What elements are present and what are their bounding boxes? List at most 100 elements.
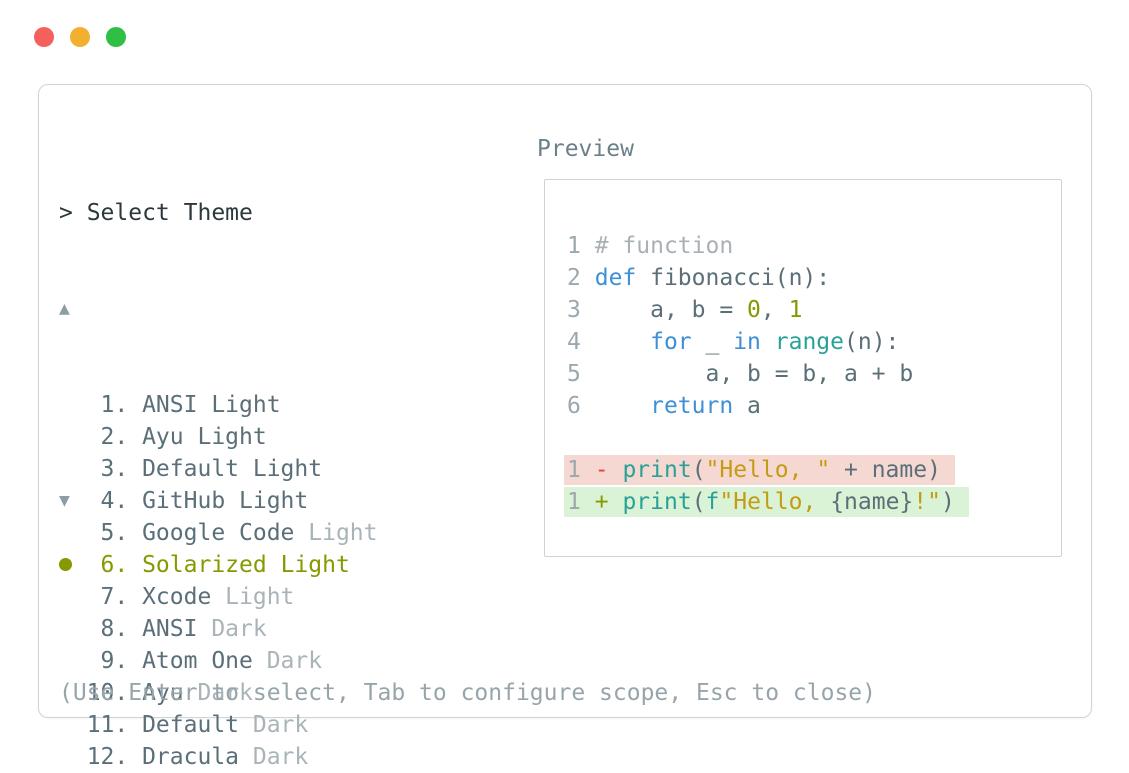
theme-name: Solarized xyxy=(142,552,281,578)
theme-list-item[interactable]: 1. ANSI Light xyxy=(59,389,876,421)
code-token-str: "Hello, " xyxy=(705,457,831,483)
theme-list-item[interactable]: 6. Solarized Light xyxy=(59,549,876,581)
theme-variant: Dark xyxy=(252,712,309,738)
theme-variant: Light xyxy=(308,520,378,546)
keyboard-hint: (Use Enter to select, Tab to configure s… xyxy=(59,680,876,706)
item-number: 11. xyxy=(86,712,143,738)
code-token-plain: (n): xyxy=(844,329,900,355)
theme-variant: Light xyxy=(197,424,267,450)
line-number: 6 xyxy=(567,393,581,419)
code-token-plain: fibonacci(n): xyxy=(636,265,831,291)
code-token-str: !" xyxy=(913,489,941,515)
code-token-kw: def xyxy=(594,265,637,291)
selected-bullet-icon xyxy=(59,549,87,581)
code-token-fn: print xyxy=(622,457,692,483)
theme-variant: Dark xyxy=(266,648,323,674)
line-number: 1 xyxy=(567,457,581,483)
theme-name: Default xyxy=(142,456,253,482)
code-token-red: - xyxy=(594,457,609,483)
code-line: 6 return a xyxy=(567,390,1061,422)
code-token-plain xyxy=(609,457,623,483)
line-number: 1 xyxy=(567,489,581,515)
item-number: 10. xyxy=(86,680,143,706)
window-controls xyxy=(34,27,126,47)
code-token-str: "Hello, xyxy=(719,489,831,515)
item-number: 2. xyxy=(86,424,143,450)
code-token-num: 1 xyxy=(788,297,803,323)
theme-variant: Dark xyxy=(197,680,253,706)
item-number: 4. xyxy=(86,488,143,514)
prompt-title: > Select Theme xyxy=(59,200,253,226)
theme-variant: Light xyxy=(252,456,323,482)
code-token-num: 0 xyxy=(747,297,761,323)
theme-name: Ayu xyxy=(142,680,198,706)
theme-variant: Light xyxy=(211,392,281,418)
code-token-plain: a, b = b, a + b xyxy=(594,361,914,387)
code-token-fn: print xyxy=(622,489,692,515)
theme-variant: Dark xyxy=(252,744,309,770)
code-line: 1 + print(f"Hello, {name}!") xyxy=(564,486,1061,518)
code-token-plain: {name} xyxy=(830,489,914,515)
theme-list-item[interactable]: 12. Dracula Dark xyxy=(59,741,876,773)
theme-variant: Light xyxy=(239,488,309,514)
theme-list-item[interactable]: 8. ANSI Dark xyxy=(59,613,876,645)
code-token-kw: in xyxy=(733,329,761,355)
theme-name: Xcode xyxy=(142,584,226,610)
theme-variant: Dark xyxy=(211,616,267,642)
code-token-comment: # function xyxy=(594,233,734,259)
theme-name: ANSI xyxy=(142,392,212,418)
code-line: 2 def fibonacci(n): xyxy=(567,262,1061,294)
code-line: 3 a, b = 0, 1 xyxy=(567,294,1061,326)
code-line: 1 - print("Hello, " + name) xyxy=(564,454,1061,486)
theme-list-item[interactable]: 2. Ayu Light xyxy=(59,421,876,453)
code-token-plain: a, b = xyxy=(594,297,748,323)
theme-name: Google Code xyxy=(142,520,309,546)
code-token-fn: f xyxy=(705,489,720,515)
diff-added-highlight: 1 + print(f"Hello, {name}!") xyxy=(564,487,969,517)
theme-name: Dracula xyxy=(142,744,253,770)
code-token-plain xyxy=(761,329,775,355)
line-number: 4 xyxy=(567,329,581,355)
theme-list-item[interactable]: 11. Default Dark xyxy=(59,709,876,741)
item-number: 8. xyxy=(86,616,143,642)
item-number: 6. xyxy=(86,552,143,578)
code-token-plain: _ xyxy=(691,329,734,355)
theme-list-item[interactable]: 7. Xcode Light xyxy=(59,581,876,613)
diff-removed-highlight: 1 - print("Hello, " + name) xyxy=(564,455,955,485)
scroll-down-icon[interactable]: ▼ xyxy=(59,490,70,511)
maximize-button[interactable] xyxy=(106,27,126,47)
theme-picker-panel: > Select Theme ▲ 1. ANSI Light 2. Ayu Li… xyxy=(38,84,1092,770)
preview-label: Preview xyxy=(537,136,634,162)
code-token-kw: for xyxy=(650,329,692,355)
code-token-plain: ) xyxy=(940,489,955,515)
code-token-plain xyxy=(609,489,623,515)
theme-list-item[interactable]: 9. Atom One Dark xyxy=(59,645,876,677)
item-number: 9. xyxy=(86,648,143,674)
theme-list-item[interactable]: 5. Google Code Light xyxy=(59,517,876,549)
code-token-plain: ( xyxy=(691,489,706,515)
line-number: 2 xyxy=(567,265,581,291)
minimize-button[interactable] xyxy=(70,27,90,47)
theme-variant: Light xyxy=(280,552,350,578)
close-button[interactable] xyxy=(34,27,54,47)
item-number: 7. xyxy=(86,584,143,610)
code-line: 4 for _ in range(n): xyxy=(567,326,1061,358)
line-number: 5 xyxy=(567,361,581,387)
code-token-plain: + name) xyxy=(830,457,941,483)
item-number: 3. xyxy=(86,456,143,482)
code-token-plain: a xyxy=(733,393,761,419)
code-token-plain xyxy=(595,393,650,419)
theme-name: GitHub xyxy=(142,488,240,514)
code-line xyxy=(567,422,1061,454)
theme-name: Atom One xyxy=(142,648,267,674)
theme-list-item[interactable]: 4. GitHub Light xyxy=(59,485,876,517)
scroll-up-icon[interactable]: ▲ xyxy=(59,298,70,319)
theme-name: Default xyxy=(142,712,253,738)
theme-name: Ayu xyxy=(142,424,198,450)
theme-list-item[interactable]: 10. Ayu Dark xyxy=(59,677,876,709)
line-number: 3 xyxy=(567,297,581,323)
code-token-kw: return xyxy=(650,393,734,419)
theme-name: ANSI xyxy=(142,616,212,642)
